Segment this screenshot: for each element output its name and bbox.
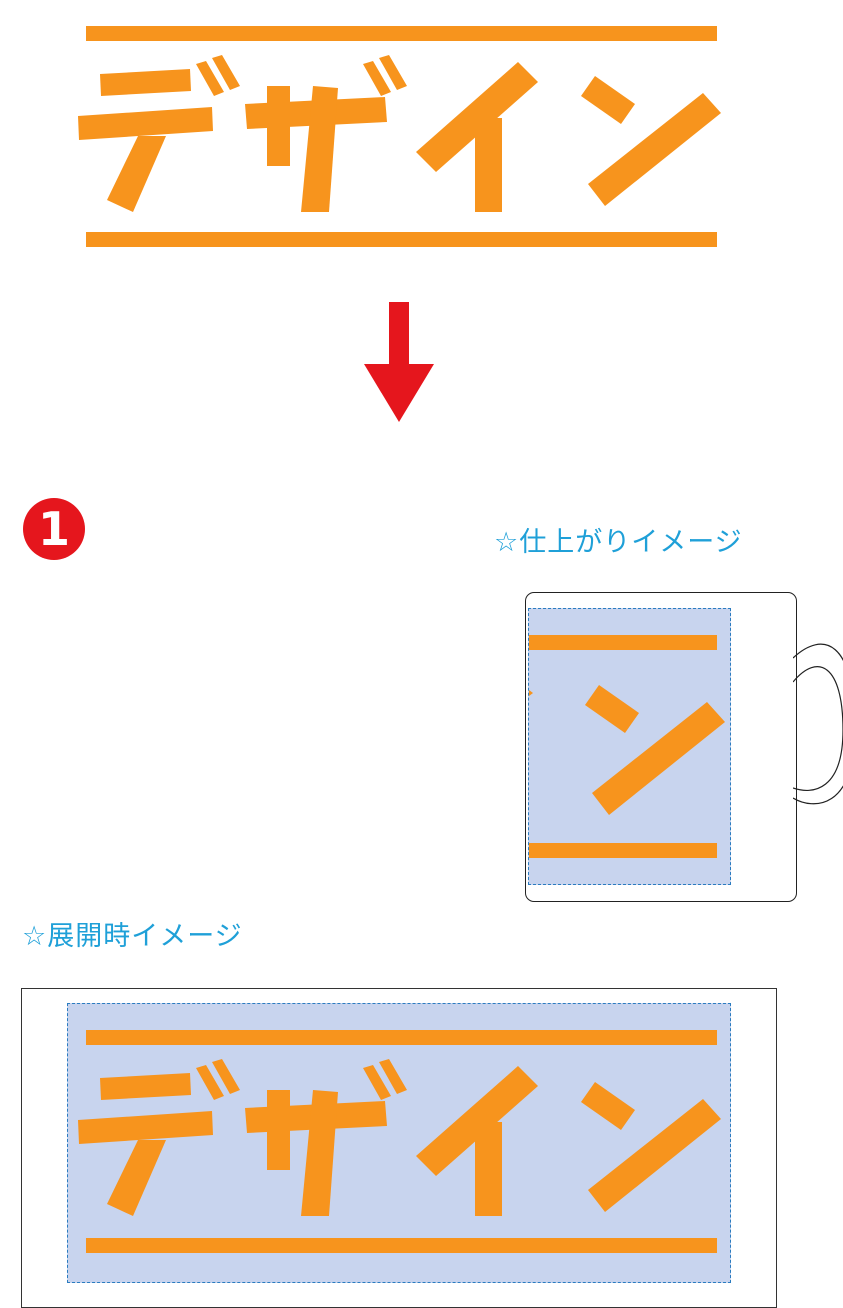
design-bottom-line: [86, 232, 717, 247]
design-glyph-za: [245, 55, 415, 214]
mug-glyph-fragment: [529, 683, 537, 703]
design-top-line: [86, 26, 717, 41]
sheet-top-line: [86, 1030, 717, 1045]
finished-image-label: ☆仕上がりイメージ: [494, 527, 743, 558]
design-glyph-de: [78, 55, 248, 214]
design-glyph-n: [575, 76, 721, 206]
sheet-bottom-line: [86, 1238, 717, 1253]
sheet-print-area: [67, 1003, 731, 1283]
unfolded-image-label: ☆展開時イメージ: [22, 921, 243, 952]
down-arrow-icon: [364, 302, 434, 428]
mug-glyph-n: [579, 685, 725, 815]
mug-print-area: [528, 608, 731, 885]
sheet-glyph-za: [245, 1059, 415, 1218]
sheet-glyph-n: [575, 1082, 721, 1212]
mug-top-line: [529, 635, 717, 650]
sheet-glyph-i: [406, 1066, 538, 1218]
sheet-glyph-de: [78, 1059, 248, 1218]
mug-handle: [792, 630, 843, 844]
mug-bottom-line: [529, 843, 717, 858]
step-number-badge: 1: [23, 498, 85, 560]
design-glyph-i: [406, 62, 538, 214]
